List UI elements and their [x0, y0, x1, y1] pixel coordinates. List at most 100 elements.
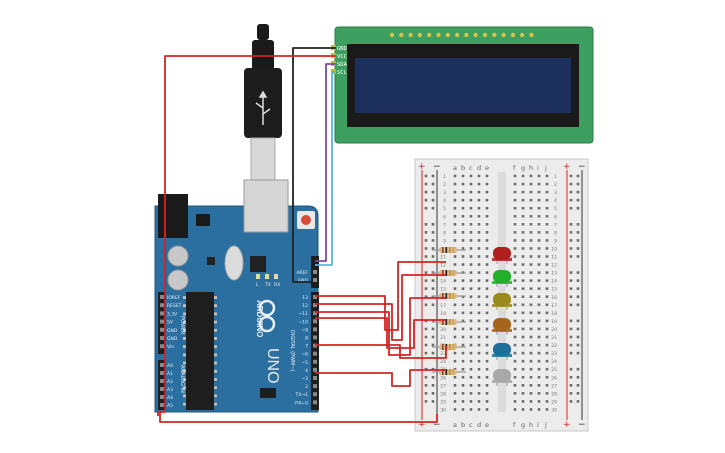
breadboard-hole[interactable]: [513, 335, 517, 339]
breadboard-hole[interactable]: [529, 367, 533, 371]
digital-header-pin[interactable]: [313, 392, 317, 397]
breadboard-hole[interactable]: [485, 239, 489, 242]
led-white[interactable]: [492, 369, 512, 386]
breadboard-hole[interactable]: [513, 311, 517, 315]
breadboard-hole[interactable]: [477, 359, 481, 363]
rail-hole[interactable]: [424, 327, 428, 331]
resistor[interactable]: [432, 247, 466, 253]
rail-hole[interactable]: [424, 271, 428, 274]
breadboard-hole[interactable]: [513, 287, 517, 290]
breadboard-hole[interactable]: [521, 351, 525, 355]
breadboard-hole[interactable]: [537, 214, 541, 218]
breadboard-hole[interactable]: [477, 375, 481, 379]
breadboard-hole[interactable]: [469, 287, 473, 290]
rail-hole[interactable]: [576, 375, 580, 379]
breadboard-hole[interactable]: [461, 367, 465, 371]
rail-hole[interactable]: [569, 174, 573, 178]
breadboard-hole[interactable]: [461, 392, 465, 395]
breadboard-hole[interactable]: [461, 351, 465, 355]
power-header-pin[interactable]: [160, 327, 164, 332]
breadboard-hole[interactable]: [469, 392, 473, 395]
breadboard-hole[interactable]: [461, 295, 465, 299]
resistor[interactable]: [432, 369, 466, 375]
breadboard-hole[interactable]: [529, 351, 533, 355]
breadboard-hole[interactable]: [545, 271, 549, 274]
breadboard-hole[interactable]: [485, 359, 489, 363]
digital-header-pin[interactable]: [313, 367, 317, 372]
led-red[interactable]: [492, 247, 512, 264]
breadboard-hole[interactable]: [469, 206, 473, 210]
breadboard-hole[interactable]: [537, 190, 541, 194]
rail-hole[interactable]: [569, 367, 573, 371]
breadboard-hole[interactable]: [469, 239, 473, 242]
rail-hole[interactable]: [424, 287, 428, 290]
breadboard-hole[interactable]: [485, 279, 489, 282]
rail-hole[interactable]: [576, 182, 580, 186]
breadboard-hole[interactable]: [529, 247, 533, 250]
breadboard-hole[interactable]: [521, 174, 525, 178]
breadboard-hole[interactable]: [485, 400, 489, 403]
breadboard-hole[interactable]: [545, 255, 549, 258]
breadboard-hole[interactable]: [537, 400, 541, 403]
rail-hole[interactable]: [576, 287, 580, 290]
rail-hole[interactable]: [576, 351, 580, 355]
breadboard-hole[interactable]: [513, 343, 517, 347]
rail-hole[interactable]: [431, 231, 435, 234]
breadboard-hole[interactable]: [453, 303, 457, 307]
breadboard-hole[interactable]: [529, 190, 533, 194]
breadboard-hole[interactable]: [461, 182, 465, 186]
breadboard-hole[interactable]: [485, 263, 489, 266]
rail-hole[interactable]: [431, 206, 435, 210]
breadboard-hole[interactable]: [545, 198, 549, 202]
rail-hole[interactable]: [569, 231, 573, 234]
breadboard-hole[interactable]: [537, 182, 541, 186]
breadboard-hole[interactable]: [453, 311, 457, 315]
breadboard-hole[interactable]: [461, 223, 465, 226]
rail-hole[interactable]: [424, 303, 428, 307]
analog-header-pin[interactable]: [160, 395, 164, 399]
breadboard-hole[interactable]: [485, 408, 489, 411]
breadboard-hole[interactable]: [453, 239, 457, 242]
breadboard-hole[interactable]: [529, 174, 533, 178]
breadboard-hole[interactable]: [485, 255, 489, 258]
rail-hole[interactable]: [424, 198, 428, 202]
rail-hole[interactable]: [569, 319, 573, 323]
breadboard-hole[interactable]: [469, 384, 473, 387]
breadboard-hole[interactable]: [513, 295, 517, 299]
breadboard-hole[interactable]: [521, 392, 525, 395]
breadboard-hole[interactable]: [513, 271, 517, 274]
led-olive[interactable]: [492, 293, 512, 310]
breadboard-hole[interactable]: [529, 384, 533, 387]
breadboard-hole[interactable]: [477, 327, 481, 331]
breadboard-hole[interactable]: [545, 279, 549, 282]
breadboard-hole[interactable]: [529, 311, 533, 315]
breadboard-hole[interactable]: [521, 263, 525, 266]
breadboard-hole[interactable]: [453, 198, 457, 202]
breadboard-hole[interactable]: [469, 351, 473, 355]
breadboard-hole[interactable]: [545, 174, 549, 178]
breadboard-hole[interactable]: [485, 206, 489, 210]
breadboard-hole[interactable]: [469, 359, 473, 363]
breadboard-hole[interactable]: [469, 247, 473, 250]
rail-hole[interactable]: [576, 367, 580, 371]
breadboard-hole[interactable]: [453, 182, 457, 186]
rail-hole[interactable]: [569, 182, 573, 186]
breadboard-hole[interactable]: [537, 384, 541, 387]
breadboard-hole[interactable]: [477, 255, 481, 258]
breadboard-hole[interactable]: [461, 206, 465, 210]
breadboard-hole[interactable]: [537, 198, 541, 202]
breadboard-hole[interactable]: [521, 223, 525, 226]
breadboard-hole[interactable]: [513, 384, 517, 387]
breadboard-hole[interactable]: [469, 303, 473, 307]
breadboard-hole[interactable]: [529, 279, 533, 282]
rail-hole[interactable]: [576, 223, 580, 226]
rail-hole[interactable]: [431, 351, 435, 355]
breadboard-hole[interactable]: [545, 400, 549, 403]
breadboard-hole[interactable]: [537, 359, 541, 363]
breadboard-hole[interactable]: [461, 239, 465, 242]
breadboard-hole[interactable]: [461, 247, 465, 250]
breadboard-hole[interactable]: [513, 231, 517, 234]
breadboard-hole[interactable]: [545, 375, 549, 379]
breadboard-hole[interactable]: [461, 279, 465, 282]
